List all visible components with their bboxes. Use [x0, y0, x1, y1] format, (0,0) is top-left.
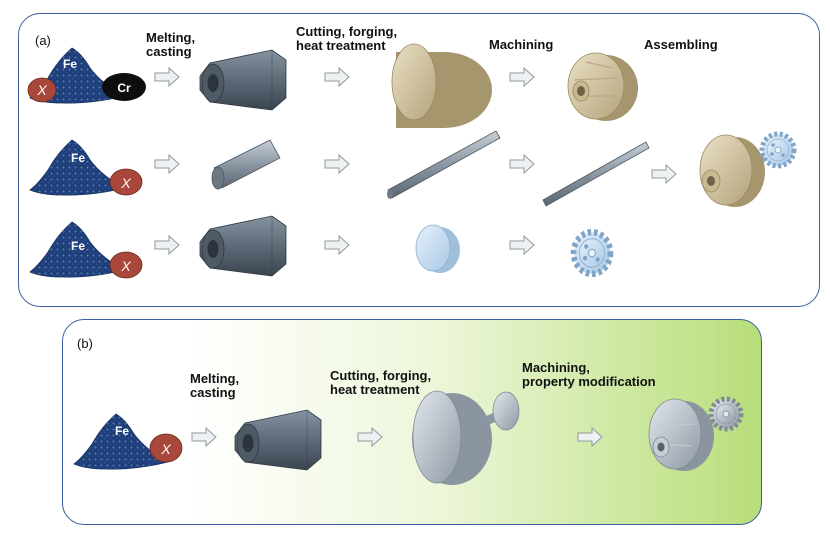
ore-label-fe: Fe: [115, 424, 129, 438]
ore-pile-a2: Fe X: [29, 139, 143, 196]
arrow-icon: [324, 154, 350, 174]
forged-blank-b: [412, 390, 520, 485]
arrow-icon: [324, 235, 350, 255]
ore-label-fe: Fe: [63, 57, 77, 71]
arrow-icon: [324, 67, 350, 87]
arrow-icon: [191, 427, 217, 447]
panel-b: [62, 319, 762, 525]
panel-b-label: (b): [77, 336, 93, 351]
step-a-machining: Machining: [489, 37, 554, 52]
arrow-icon: [509, 235, 535, 255]
panel-a-label: (a): [35, 33, 51, 48]
ingot-a3: [199, 215, 287, 277]
ingot-a1: [199, 49, 287, 111]
shaft-long-a: [387, 130, 501, 199]
impeller-tan: [567, 52, 638, 121]
ore-pile-a3: Fe X: [29, 221, 143, 279]
assembly-b: [648, 399, 741, 471]
arrow-icon: [154, 154, 180, 174]
ore-label-fe: Fe: [71, 151, 85, 165]
ore-pile-a1: Fe X Cr: [27, 47, 146, 104]
arrow-icon: [509, 154, 535, 174]
step-a-assembling: Assembling: [644, 37, 718, 52]
gear-blue-a: [574, 232, 611, 274]
step-b-cutting: Cutting, forging,heat treatment: [330, 368, 432, 397]
ore-label-cr: Cr: [117, 81, 131, 95]
step-a-cutting: Cutting, forging,heat treatment: [296, 24, 398, 53]
ore-label-x: X: [160, 441, 171, 457]
arrow-icon: [577, 427, 603, 447]
rod-short: [211, 139, 281, 190]
arrow-icon: [357, 427, 383, 447]
ore-pile-b: Fe X: [73, 413, 183, 470]
ore-label-fe: Fe: [71, 239, 85, 253]
ore-label-x: X: [36, 82, 47, 98]
arrow-icon: [154, 67, 180, 87]
arrow-icon: [651, 164, 677, 184]
arrow-icon: [509, 67, 535, 87]
shaft-long-b: [542, 141, 650, 207]
ore-label-x: X: [120, 175, 131, 191]
ore-label-x: X: [120, 258, 131, 274]
disc-blue: [415, 224, 460, 273]
arrow-icon: [154, 235, 180, 255]
step-b-machining: Machining,property modification: [522, 360, 656, 389]
assembly-a: [699, 134, 794, 207]
step-b-melting: Melting,casting: [190, 371, 240, 400]
step-a-melting: Melting,casting: [146, 30, 196, 59]
ingot-b: [234, 409, 322, 471]
disc-tan-large: [391, 43, 492, 128]
